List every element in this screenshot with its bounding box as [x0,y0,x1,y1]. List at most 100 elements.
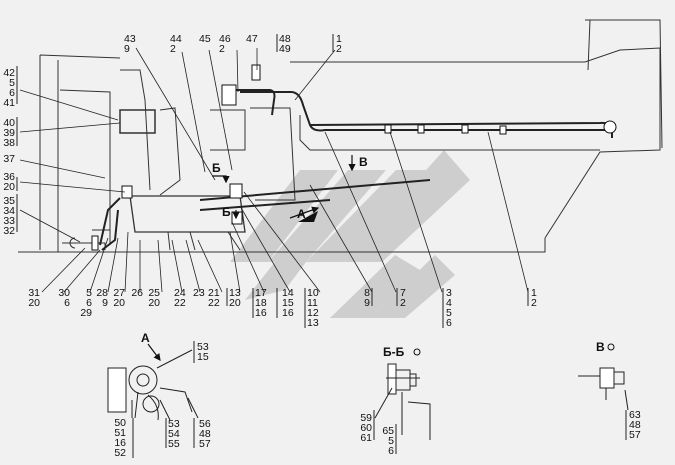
leader-lines [19,47,529,293]
callout-number: 8 [364,287,370,299]
view-label-v-arrow: В [359,155,368,169]
callout-number: 20 [229,297,241,309]
callout-c-1-2-bottom: 12 [531,287,537,309]
callout-number: 20 [3,181,15,193]
callout-number: 12 [307,307,319,319]
callout-number: 57 [199,438,211,450]
callout-number: 6 [388,445,394,457]
callout-number: 53 [197,341,209,353]
callout-number: 26 [131,287,143,299]
callout-number: 31 [28,287,40,299]
view-arrow-a [298,211,318,222]
callout-number: 22 [174,297,186,309]
callout-number: 63 [629,409,641,421]
callout-number: 16 [255,307,267,319]
view-label-a-arrow: А [297,207,306,221]
callout-number: 39 [3,127,15,139]
callout-c-8-9: 89 [364,287,370,309]
callout-number: 37 [3,153,15,165]
callout-number: 56 [199,418,211,430]
detail-view-bb [374,363,431,440]
view-mark-v [607,343,615,351]
callout-number: 2 [219,43,225,55]
callout-c-1-2-top: 12 [336,33,342,55]
callout-number: 22 [208,297,220,309]
callout-c-43-9: 439 [124,33,136,55]
callout-number: 10 [307,287,319,299]
callout-number: 6 [9,87,15,99]
view-mark-bb [413,348,421,356]
callout-number: 14 [282,287,294,299]
callout-number: 57 [629,429,641,441]
callout-number: 47 [246,33,258,45]
callout-number: 13 [307,317,319,329]
callout-number: 20 [28,297,40,309]
callout-number: 27 [113,287,125,299]
callout-number: 20 [113,297,125,309]
callout-number: 5 [446,307,452,319]
callout-number: 65 [382,425,394,437]
callout-number: 2 [531,297,537,309]
callout-number: 34 [3,205,15,217]
view-title-v: В [596,340,605,354]
callout-number: 2 [400,297,406,309]
callout-number: 18 [255,297,267,309]
callout-number: 50 [114,417,126,429]
callout-c-7-2: 72 [400,287,406,309]
callout-number: 49 [279,43,291,55]
section-markers [147,155,356,361]
callout-number: 13 [229,287,241,299]
callout-c-30-6: 306 [58,287,70,309]
callout-number: 1 [336,33,342,45]
callout-number: 60 [360,422,372,434]
callout-number: 21 [208,287,220,299]
callout-c-44-2: 442 [170,33,182,55]
callout-number: 32 [3,225,15,237]
callout-number: 55 [168,438,180,450]
callout-number: 29 [80,307,92,319]
callout-number: 7 [400,287,406,299]
callout-number: 15 [197,351,209,363]
callout-number: 44 [170,33,182,45]
callout-bars [16,34,627,458]
callout-number: 17 [255,287,267,299]
callout-number: 48 [199,428,211,440]
callout-number: 48 [279,33,291,45]
callout-number: 61 [360,432,372,444]
callout-number: 1 [531,287,537,299]
callout-number: 52 [114,447,126,459]
callout-number: 3 [446,287,452,299]
callout-number: 42 [3,67,15,79]
view-label-b-lower: Б [222,205,231,219]
callout-c-28-9: 289 [96,287,108,309]
callout-number: 24 [174,287,186,299]
callout-number: 2 [170,43,176,55]
callout-number: 5 [9,77,15,89]
callout-c-47: 47 [246,33,258,45]
truck-body [18,19,663,253]
callout-number: 30 [58,287,70,299]
callout-number: 33 [3,215,15,227]
callout-number: 2 [336,43,342,55]
callout-number: 6 [64,297,70,309]
view-title-bb: Б-Б [383,345,405,359]
callout-number: 4 [446,297,452,309]
callout-number: 41 [3,97,15,109]
